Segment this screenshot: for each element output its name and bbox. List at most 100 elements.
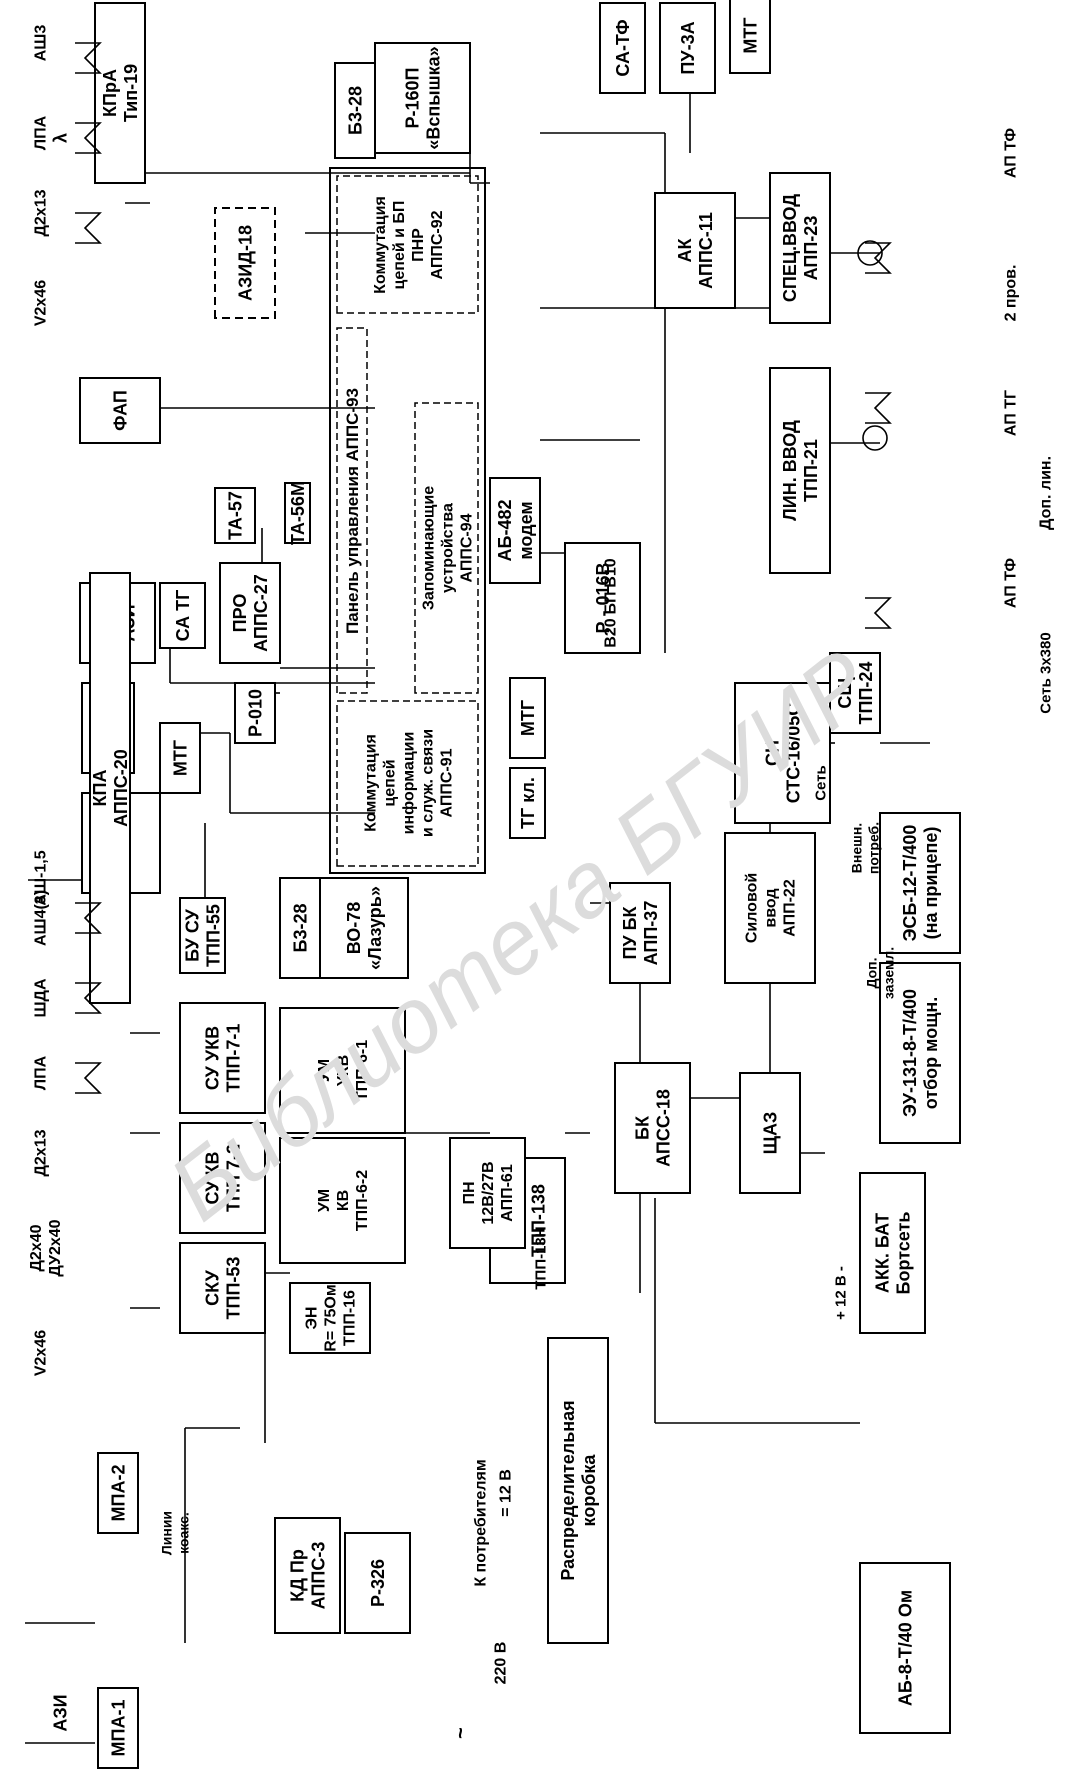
block-umkv-label: ТПП-6-2 bbox=[354, 1170, 371, 1231]
label-v2x46-left: V2x46 bbox=[33, 1330, 50, 1376]
block-tgkl-label: ТГ кл. bbox=[518, 777, 538, 829]
label-set-3x380: Сеть 3х380 bbox=[1037, 632, 1054, 713]
block-sa_tf-label: СА-ТФ bbox=[613, 19, 633, 76]
label-linii: коакс. bbox=[175, 1512, 191, 1554]
block-mtg_pk: МТГ bbox=[159, 722, 201, 794]
label-dop-zazeml: Доп. bbox=[863, 957, 879, 988]
apps91-label: и служ. связи bbox=[420, 729, 437, 837]
block-sa_tf: СА-ТФ bbox=[599, 2, 646, 94]
antenna-symbols bbox=[75, 42, 892, 1094]
block-esb: ЭСБ-12-Т/400(на прицепе) bbox=[879, 812, 961, 954]
label-220: 220 В bbox=[493, 1642, 510, 1685]
block-schaz: ЩАЗ bbox=[739, 1072, 801, 1194]
block-r160-label: «Вспышка» bbox=[423, 46, 443, 149]
block-sch-label: СЩ bbox=[835, 677, 855, 709]
block-r010: Р-010 bbox=[234, 682, 276, 744]
label-k-potreb: К потребителям bbox=[473, 1459, 490, 1586]
block-sukv-label: ТПП 7-2 bbox=[223, 1144, 243, 1212]
label-linii: Линии bbox=[158, 1511, 174, 1555]
block-spec-label: АПП-23 bbox=[801, 216, 821, 281]
block-ab8: АБ-8-Т/40 Ом bbox=[859, 1562, 951, 1734]
block-busu-label: ТПП-55 bbox=[203, 904, 223, 967]
block-pn-label: ПН bbox=[461, 1181, 478, 1204]
label-d2x13-top: Д2х13 bbox=[33, 189, 50, 236]
label-azi: АЗИ bbox=[50, 1694, 70, 1731]
block-tgkl: ТГ кл. bbox=[509, 767, 546, 839]
block-pro-label: АППС-27 bbox=[251, 574, 271, 652]
label-vnesh: Внешн. bbox=[848, 823, 864, 873]
label-b20: В20 bbox=[603, 618, 620, 647]
block-mtg_c-label: МТГ bbox=[518, 700, 538, 736]
apps91-label: Коммутация bbox=[363, 734, 380, 832]
block-ta56m-label: ТА-56М bbox=[288, 481, 308, 545]
block-sch-label: ТПП-24 bbox=[856, 662, 876, 725]
block-umkv-label: КВ bbox=[335, 1190, 352, 1211]
block-ta56m: ТА-56М bbox=[284, 481, 311, 545]
block-umukv-label: УКВ bbox=[335, 1055, 352, 1086]
label-tilde: ~ bbox=[450, 1727, 472, 1739]
apps92-label: Коммутация bbox=[372, 196, 389, 294]
block-ta57: ТА-57 bbox=[214, 487, 256, 544]
block-umukv-label: УМ bbox=[316, 1059, 333, 1082]
block-vo78-label: «Лазурь» bbox=[365, 886, 385, 970]
block-lin-label: ТПП-21 bbox=[801, 439, 821, 502]
block-vo78-label: ВО-78 bbox=[344, 902, 364, 955]
block-ak-label: АППС-11 bbox=[696, 212, 716, 289]
block-pn-label: АПП-61 bbox=[499, 1164, 516, 1222]
block-r326: Р-326 bbox=[344, 1532, 411, 1634]
block-spec-label: СПЕЦ.ВВОД bbox=[780, 194, 800, 302]
apps94-label: устройства bbox=[440, 503, 457, 593]
label-ash15: АШ-1,5 bbox=[33, 850, 50, 905]
block-r016: Р - 016В bbox=[564, 542, 641, 654]
block-eu131-label: отбор мощн. bbox=[921, 997, 941, 1110]
block-ab482-label: АБ-482 bbox=[495, 500, 515, 562]
label-shda: ШДА bbox=[33, 978, 50, 1017]
apps91-label: информации bbox=[401, 732, 418, 835]
label-ap-tf-top: АП ТФ bbox=[1003, 128, 1020, 178]
block-pn-label: 12В/27В bbox=[480, 1161, 497, 1224]
block-kpra-label: Тип-19 bbox=[121, 64, 141, 122]
block-akk-label: АКК. БАТ bbox=[872, 1213, 892, 1293]
label-d2x40: Д2х40 bbox=[28, 1224, 45, 1271]
apps92-label: цепей и БП bbox=[391, 201, 408, 290]
blocks: КПрАТип-19ФАПР-105МПКАППС-40МТГПультАЗИС… bbox=[79, 0, 961, 1769]
block-mtg_top-label: МТГ bbox=[740, 17, 760, 53]
block-r326-label: Р-326 bbox=[368, 1559, 388, 1607]
block-mpa2: МПА-2 bbox=[97, 1452, 139, 1534]
block-eu131-label: ЭУ-131-8-Т/400 bbox=[900, 989, 920, 1117]
block-rk-label: коробка bbox=[579, 1454, 599, 1527]
block-bk-label: БК bbox=[632, 1115, 652, 1140]
label-dop-lin: Доп. лин. bbox=[1038, 456, 1055, 530]
label-vu76-sub: ТПП-13Н bbox=[532, 1226, 549, 1289]
block-kpra-label: КПрА bbox=[100, 69, 120, 117]
block-suukv-label: ТПП-7-1 bbox=[223, 1024, 243, 1093]
block-silov-label: Силовой bbox=[744, 873, 761, 943]
apps94-label: Запоминающие bbox=[421, 486, 438, 610]
label-lambda: λ bbox=[50, 133, 70, 143]
block-mtg_c: МТГ bbox=[509, 677, 546, 759]
block-sn-label: СТС-16/05С bbox=[783, 703, 803, 804]
block-ab8-label: АБ-8-Т/40 Ом bbox=[895, 1590, 915, 1706]
label-ash3: АШ3 bbox=[33, 25, 50, 62]
block-umukv-label: ТПП-6-1 bbox=[354, 1040, 371, 1101]
block-azid-label: АЗИД-18 bbox=[235, 225, 255, 301]
